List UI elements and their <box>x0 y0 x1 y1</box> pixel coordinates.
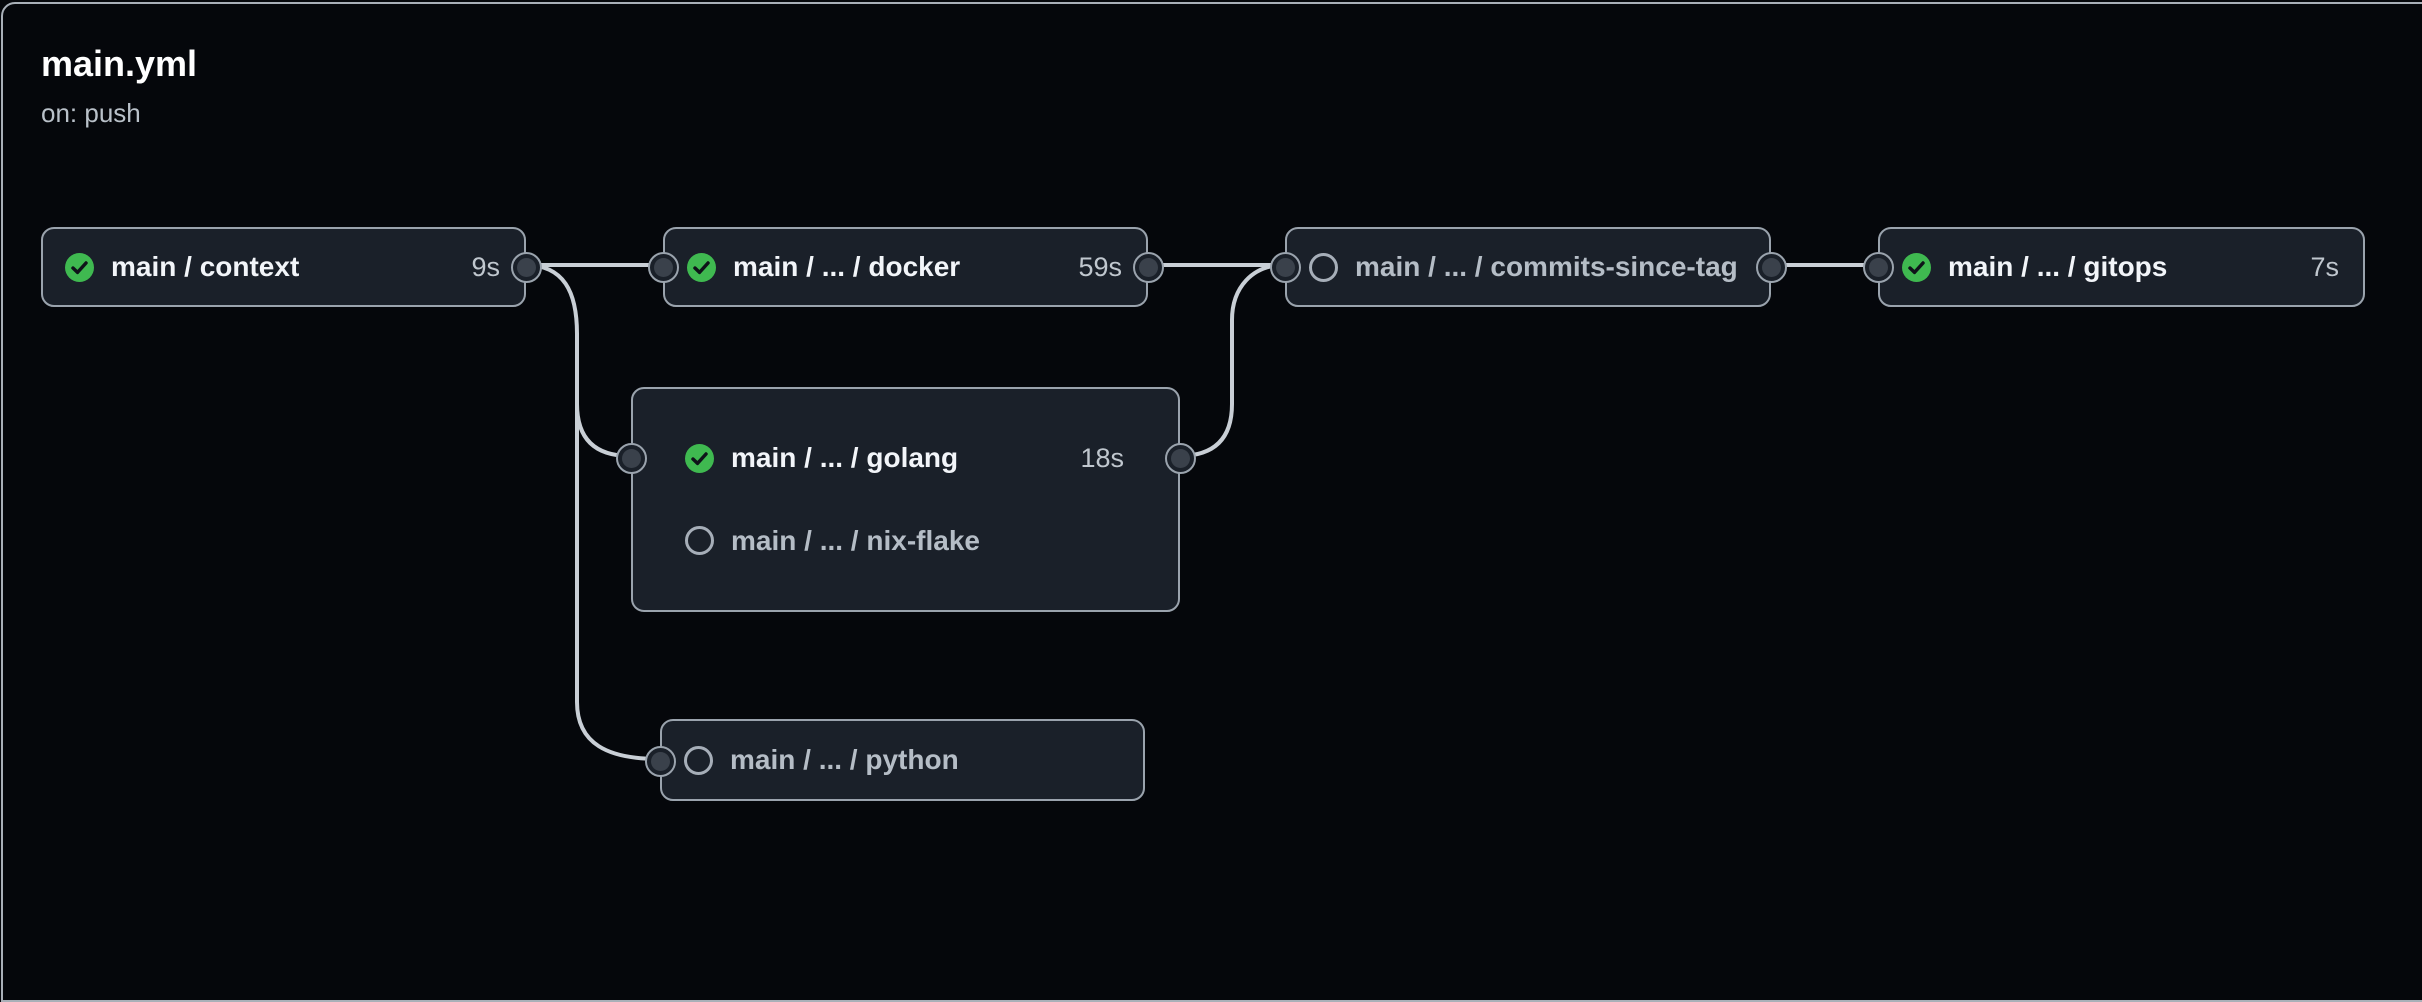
connector-dot <box>1170 448 1190 468</box>
job-label: main / ... / golang <box>731 442 959 474</box>
connector-dot <box>516 257 536 277</box>
workflow-title-block: main.yml on: push <box>41 44 197 129</box>
connector-dot <box>1138 257 1158 277</box>
connector-dot <box>650 751 670 771</box>
job-label: main / ... / gitops <box>1948 251 2168 282</box>
job-duration: 9s <box>471 251 500 282</box>
check-circle-icon <box>685 443 714 473</box>
job-label: main / ... / nix-flake <box>731 524 980 556</box>
job-group-node: main / ... / golang 18s main / ... / nix-f… <box>631 387 1180 612</box>
queued-circle-icon <box>1309 252 1338 282</box>
edge-context-group <box>523 263 632 458</box>
workflow-trigger: on: push <box>41 97 141 128</box>
job-label: main / ... / docker <box>733 251 961 282</box>
connector-port <box>1269 251 1301 283</box>
job-node-python[interactable]: main / ... / python <box>660 719 1145 801</box>
connector-port <box>1132 251 1164 283</box>
job-row-golang[interactable]: main / ... / golang 18s <box>663 417 1148 500</box>
queued-circle-icon <box>685 526 714 556</box>
check-circle-icon <box>65 252 94 282</box>
job-label: main / context <box>111 251 300 282</box>
connector-port <box>647 251 679 283</box>
connector-port <box>1862 251 1894 283</box>
job-label: main / ... / python <box>730 744 959 775</box>
connector-dot <box>621 448 641 468</box>
check-circle-icon <box>687 252 716 282</box>
job-node-context[interactable]: main / context 9s <box>41 227 526 307</box>
edge-lines <box>523 263 1879 761</box>
connector-port <box>1755 251 1787 283</box>
connector-dot <box>653 257 673 277</box>
connector-dot <box>1761 257 1781 277</box>
edge-group-commits <box>1177 263 1286 458</box>
job-row-nix-flake[interactable]: main / ... / nix-flake <box>663 500 1148 583</box>
job-duration: 59s <box>1078 251 1122 282</box>
job-duration: 7s <box>2310 251 2339 282</box>
queued-circle-icon <box>684 745 713 775</box>
workflow-file-name: main.yml <box>41 43 198 84</box>
connector-port <box>615 442 647 474</box>
check-circle-icon <box>1902 252 1931 282</box>
job-node-docker[interactable]: main / ... / docker 59s <box>663 227 1148 307</box>
job-node-gitops[interactable]: main / ... / gitops 7s <box>1878 227 2365 307</box>
job-label: main / ... / commits-since-tag <box>1355 251 1738 282</box>
connector-dot <box>1275 257 1295 277</box>
connector-dot <box>1868 257 1888 277</box>
job-duration: 18s <box>1080 442 1124 473</box>
job-node-commits-since-tag[interactable]: main / ... / commits-since-tag <box>1285 227 1771 307</box>
connector-port <box>1164 442 1196 474</box>
connector-port <box>644 745 676 777</box>
connector-port <box>510 251 542 283</box>
